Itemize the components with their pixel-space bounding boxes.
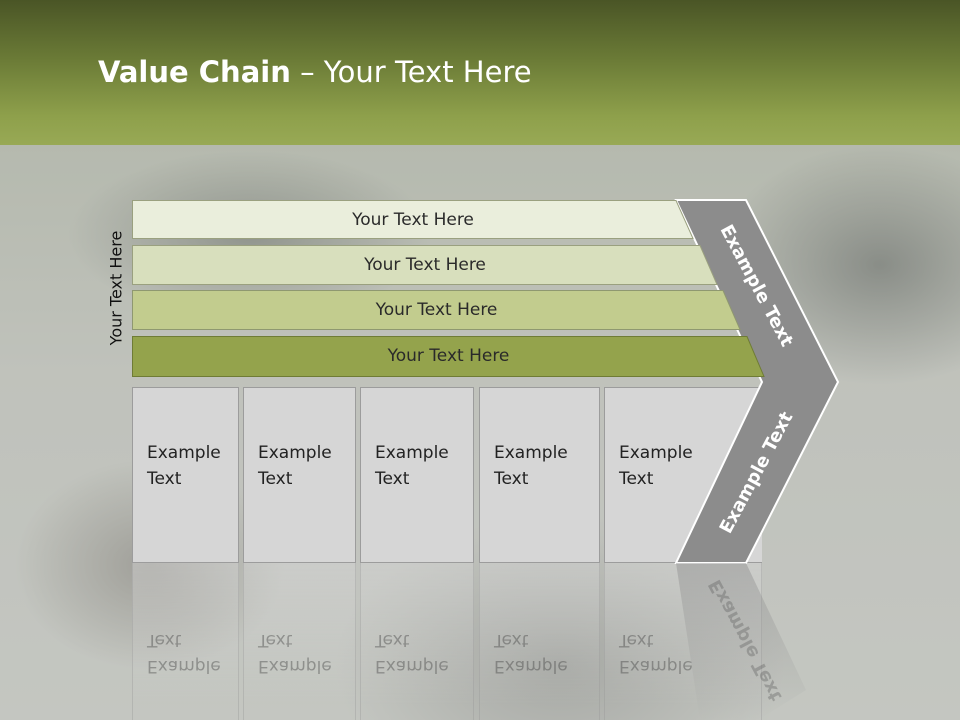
box-line-2: Text [619,469,654,489]
box-line-2: Text [494,469,529,489]
chevron-reflection [676,563,806,720]
example-box-3[interactable]: Example Text [360,387,474,563]
value-bar-label: Your Text Here [375,299,498,320]
box-line-2: Text [147,469,182,489]
box-line-1: Example [494,443,568,463]
value-bar-2[interactable]: Your Text Here [132,245,718,285]
value-bar-label: Your Text Here [352,209,474,230]
value-bar-label: Your Text Here [364,254,486,275]
box-line-2: Text [375,469,410,489]
example-box-2[interactable]: Example Text [243,387,356,563]
box-line-1: Example [147,443,221,463]
title-banner: Value Chain – Your Text Here [0,0,960,145]
slide-title[interactable]: Value Chain – Your Text Here [98,55,532,89]
value-bar-label: Your Text Here [387,345,510,366]
title-rest: – Your Text Here [290,55,532,89]
value-bar-1[interactable]: Your Text Here [132,200,694,239]
example-box-4[interactable]: Example Text [479,387,600,563]
value-bar-4[interactable]: Your Text Here [132,336,765,377]
example-box-1[interactable]: Example Text [132,387,239,563]
value-bar-3[interactable]: Your Text Here [132,290,741,330]
box-line-1: Example [258,443,332,463]
title-bold: Value Chain [98,55,291,89]
box-line-1: Example [619,443,693,463]
box-line-1: Example [375,443,449,463]
box-line-2: Text [258,469,293,489]
